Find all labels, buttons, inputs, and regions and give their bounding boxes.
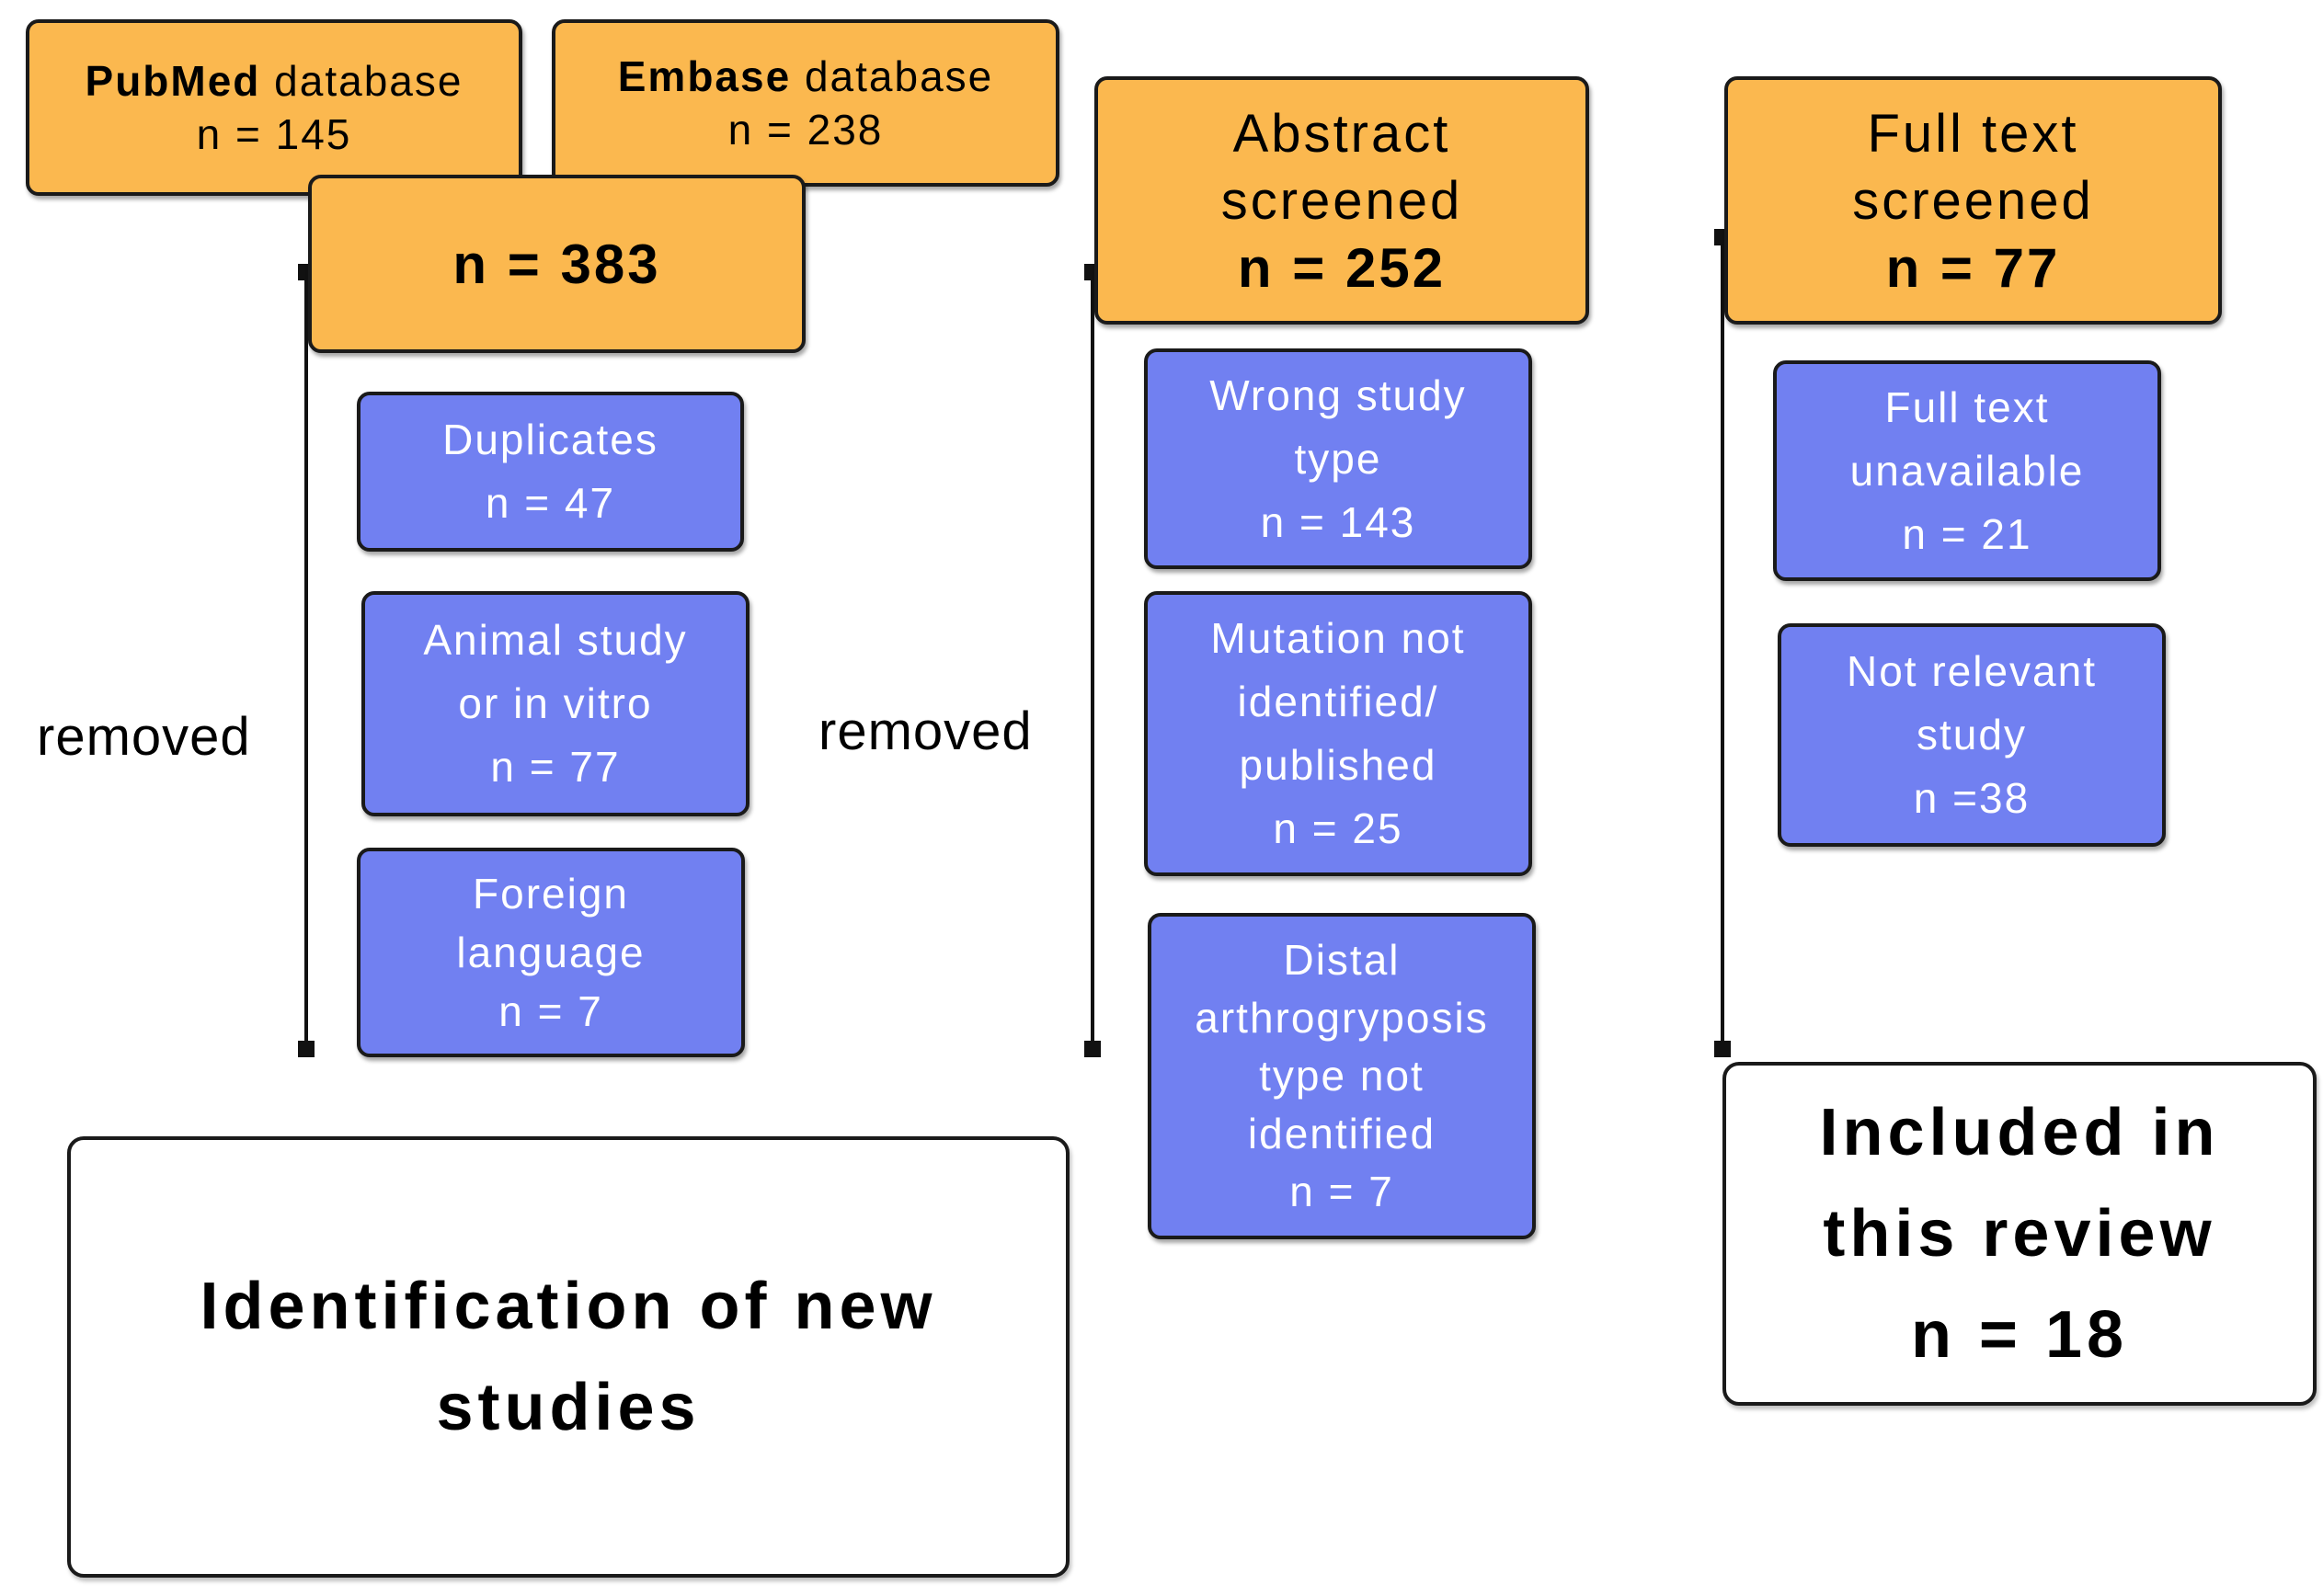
abstract-count: n = 252 [1237,236,1447,299]
exclusion-foreign-language: Foreign language n = 7 [357,848,745,1057]
embase-name: Embase [617,52,792,100]
exclusion-distal-count: n = 7 [1289,1168,1394,1215]
included-line-2: this review [1823,1197,2216,1271]
exclusion-wrong-study-type: Wrong study type n = 143 [1144,348,1532,569]
embase-suffix: database [791,52,994,100]
abstract-label-line-1: Abstract [1232,103,1451,164]
exclusion-wrong-line-1: Wrong study [1209,370,1467,419]
exclusion-mutation-not-identified: Mutation not identified/ published n = 2… [1144,591,1532,876]
fulltext-label-line-1: Full text [1867,103,2079,164]
connector-line-stage1 [304,270,308,1050]
exclusion-duplicates: Duplicates n = 47 [357,392,744,552]
exclusion-mutation-line-3: published [1239,741,1437,789]
exclusion-animal-line-1: Animal study [423,616,688,664]
connector-end-marker-stage1 [298,1041,315,1057]
exclusion-distal-line-3: type not [1259,1052,1425,1100]
fulltext-count: n = 77 [1885,236,2061,299]
pubmed-count: n = 145 [196,110,352,158]
exclusion-notrelevant-line-2: study [1917,711,2027,758]
fulltext-label-line-2: screened [1852,170,2094,231]
exclusion-notrelevant-count: n =38 [1913,774,2031,822]
exclusion-unavailable-line-1: Full text [1884,382,2050,431]
exclusion-foreign-line-1: Foreign [473,870,629,918]
included-box: Included in this review n = 18 [1722,1062,2317,1406]
exclusion-animal-count: n = 77 [490,743,621,791]
exclusion-mutation-line-2: identified/ [1237,678,1439,725]
exclusion-distal-line-1: Distal [1283,936,1401,984]
exclusion-duplicates-count: n = 47 [485,479,616,527]
abstract-screened-box: Abstract screened n = 252 [1094,76,1589,325]
exclusion-animal-line-2: or in vitro [458,679,653,727]
identification-line-1: Identification of new [200,1270,937,1343]
combined-count: n = 383 [452,233,661,295]
embase-title: Embase database [618,50,994,103]
exclusion-unavailable-line-2: unavailable [1849,446,2085,495]
removed-label-stage1: removed [37,707,251,767]
connector-line-stage3 [1721,235,1724,1050]
connector-end-marker-stage3 [1714,1041,1731,1057]
exclusion-distal-line-4: identified [1247,1110,1436,1157]
exclusion-mutation-line-1: Mutation not [1210,614,1466,662]
exclusion-wrong-line-2: type [1294,434,1382,483]
exclusion-mutation-count: n = 25 [1273,804,1403,852]
exclusion-wrong-count: n = 143 [1260,497,1416,546]
connector-end-marker-stage2 [1084,1041,1101,1057]
exclusion-duplicates-label: Duplicates [442,416,658,463]
exclusion-distal-arthrogryposis: Distal arthrogryposis type not identifie… [1148,913,1536,1239]
exclusion-notrelevant-line-1: Not relevant [1846,647,2097,695]
exclusion-not-relevant-study: Not relevant study n =38 [1778,623,2166,847]
embase-box: Embase database n = 238 [552,19,1059,187]
exclusion-foreign-line-2: language [456,929,646,976]
exclusion-animal-study: Animal study or in vitro n = 77 [361,591,750,816]
exclusion-full-text-unavailable: Full text unavailable n = 21 [1773,360,2161,581]
pubmed-name: PubMed [85,57,261,105]
pubmed-suffix: database [260,57,463,105]
identification-box: Identification of new studies [67,1136,1070,1578]
embase-count: n = 238 [727,106,884,154]
connector-line-stage2 [1091,270,1094,1050]
fulltext-screened-box: Full text screened n = 77 [1724,76,2222,325]
exclusion-unavailable-count: n = 21 [1902,509,2032,558]
removed-label-stage2: removed [818,701,1033,761]
identification-line-2: studies [436,1371,701,1444]
exclusion-distal-line-2: arthrogryposis [1195,994,1489,1042]
exclusion-foreign-count: n = 7 [498,987,603,1035]
abstract-label-line-2: screened [1220,170,1463,231]
pubmed-box: PubMed database n = 145 [26,19,522,196]
pubmed-title: PubMed database [86,54,463,108]
combined-records-box: n = 383 [308,175,806,353]
included-count: n = 18 [1910,1298,2129,1372]
included-line-1: Included in [1819,1096,2220,1169]
